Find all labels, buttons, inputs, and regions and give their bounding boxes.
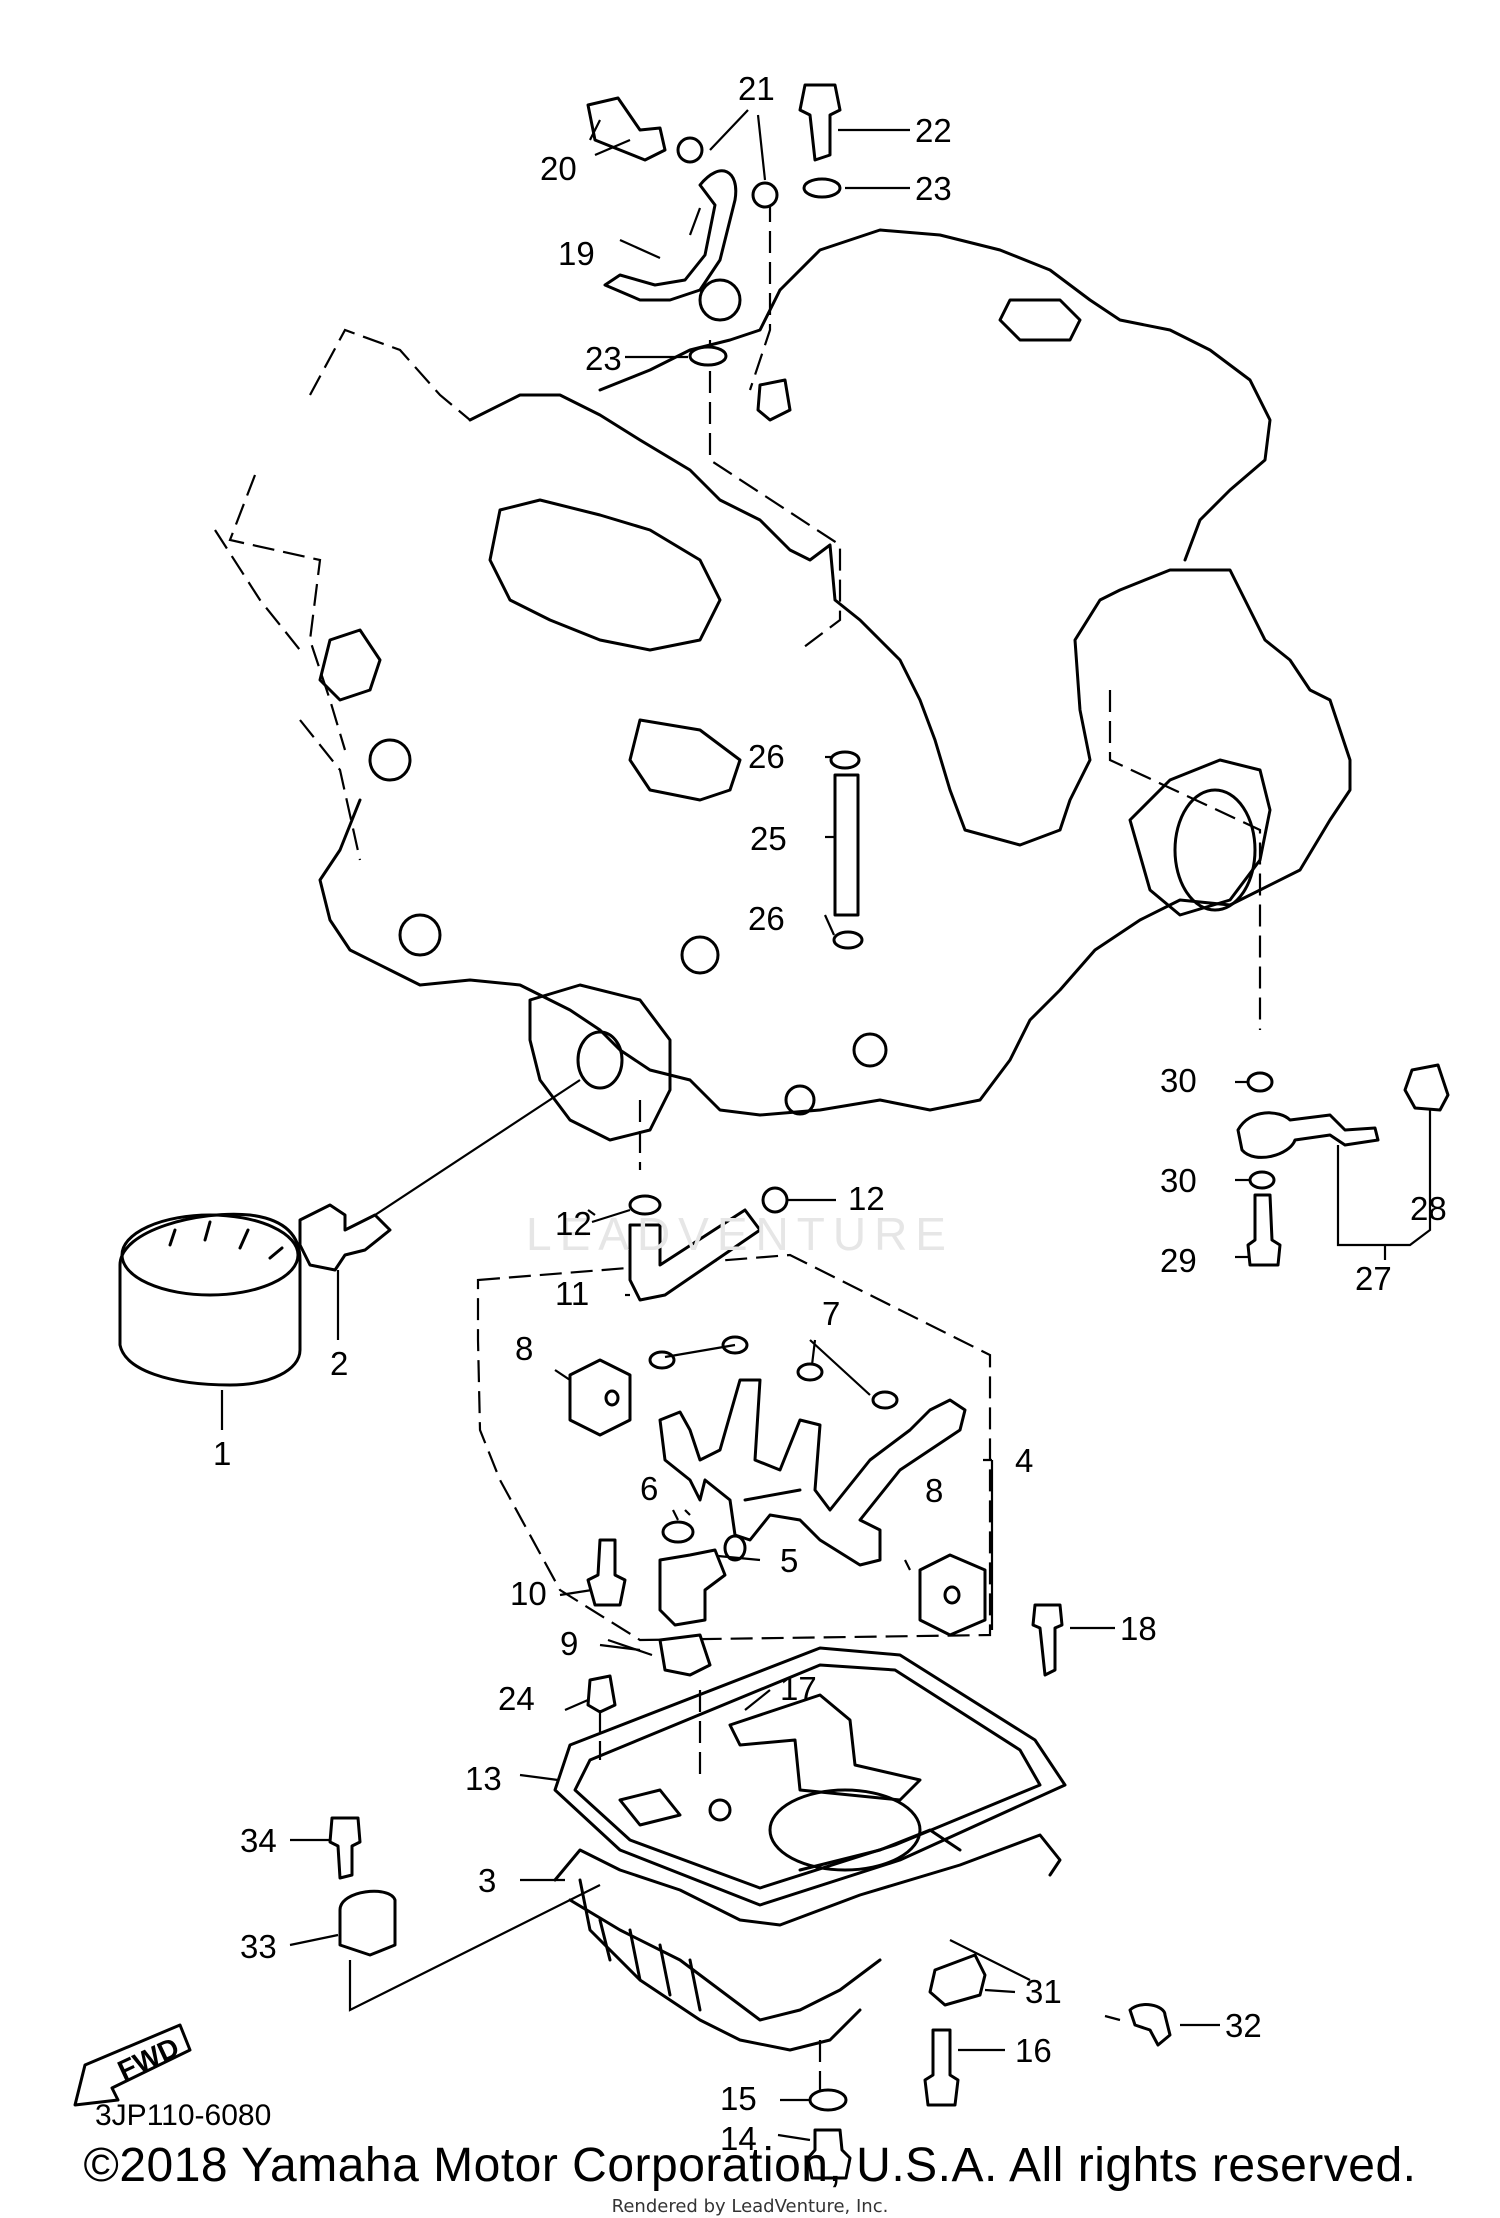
part-16-bolt	[923, 2028, 960, 2107]
part-34-bolt	[328, 1816, 362, 1880]
label-4: 4	[1015, 1442, 1033, 1479]
part-5-strainer-pipe	[658, 1548, 727, 1627]
label-19: 19	[558, 235, 595, 272]
label-23a: 23	[915, 170, 952, 207]
part-27-oil-pipe	[1236, 1111, 1380, 1159]
part-31-plate	[928, 1953, 987, 2007]
part-25-pipe	[833, 773, 860, 917]
part-28-clamp	[1403, 1063, 1450, 1112]
part-29-bolt	[1246, 1193, 1282, 1267]
part-12-o-ring	[761, 1186, 789, 1214]
label-25: 25	[750, 820, 787, 857]
diagram-code: 3JP110-6080	[95, 2099, 271, 2132]
part-26-o-ring	[832, 930, 864, 950]
label-2: 2	[330, 1345, 348, 1382]
label-14: 14	[720, 2120, 757, 2157]
part-30-gasket	[1248, 1170, 1276, 1190]
label-9: 9	[560, 1625, 578, 1662]
label-12a: 12	[555, 1205, 592, 1242]
label-21: 21	[738, 70, 775, 107]
part-6-o-ring	[661, 1520, 695, 1544]
part-24-dowel	[586, 1674, 617, 1714]
watermark: LEADVENTURE	[526, 1208, 954, 1260]
label-24: 24	[498, 1680, 535, 1717]
label-22: 22	[915, 112, 952, 149]
part-10-plug	[586, 1538, 627, 1607]
part-21-gasket	[676, 136, 704, 164]
rendered-by-credit: Rendered by LeadVenture, Inc.	[611, 2196, 889, 2217]
part-12-o-ring	[628, 1194, 662, 1216]
part-26-o-ring	[829, 750, 861, 770]
part-11-pipe	[628, 1208, 762, 1302]
part-13-gasket	[553, 1646, 1067, 1907]
label-28: 28	[1410, 1190, 1447, 1227]
part-19-oil-delivery-pipe	[603, 169, 742, 322]
part-3-oil-pan	[553, 1788, 1062, 2052]
part-5-o-ring	[723, 1534, 747, 1562]
part-number-labels: 1 2 3 4 5 6 7 8 8 9 10 11 12 12 13 14 15…	[213, 70, 1447, 2157]
label-29: 29	[1160, 1242, 1197, 1279]
part-23-washer	[688, 345, 728, 367]
label-33: 33	[240, 1928, 277, 1965]
fwd-arrow-icon: FWD	[73, 2023, 192, 2107]
label-6: 6	[640, 1470, 658, 1507]
label-17: 17	[780, 1670, 817, 1707]
part-7-o-rings	[648, 1335, 899, 1410]
part-1-oil-filter	[118, 1212, 302, 1387]
part-8-damper	[568, 1358, 632, 1437]
label-5: 5	[780, 1542, 798, 1579]
label-11: 11	[555, 1275, 589, 1312]
label-12b: 12	[848, 1180, 885, 1217]
label-20: 20	[540, 150, 577, 187]
label-1: 1	[213, 1435, 231, 1472]
label-8b: 8	[925, 1472, 943, 1509]
label-13: 13	[465, 1760, 502, 1797]
part-17-baffle	[728, 1693, 922, 1802]
part-18-bolt	[1031, 1603, 1064, 1677]
label-26b: 26	[748, 900, 785, 937]
label-32: 32	[1225, 2007, 1262, 2044]
engine-crankcase	[214, 228, 1352, 1142]
part-15-gasket	[808, 2088, 848, 2112]
part-30-gasket	[1246, 1071, 1274, 1093]
part-32-spring	[1128, 2003, 1172, 2047]
label-8a: 8	[515, 1330, 533, 1367]
part-4-oil-strainer-assy	[658, 1378, 967, 1567]
part-33-bracket	[338, 1889, 397, 1957]
part-21-gasket	[751, 181, 779, 209]
label-30b: 30	[1160, 1162, 1197, 1199]
label-10: 10	[510, 1575, 547, 1612]
part-2-union-bolt	[298, 1203, 392, 1272]
part-8-damper	[918, 1553, 987, 1637]
label-34: 34	[240, 1822, 277, 1859]
label-30a: 30	[1160, 1062, 1197, 1099]
label-31: 31	[1025, 1973, 1062, 2010]
part-9-seal	[658, 1633, 712, 1677]
copyright-notice: ©2018 Yamaha Motor Corporation, U.S.A. A…	[83, 2139, 1417, 2192]
label-26a: 26	[748, 738, 785, 775]
label-3: 3	[478, 1862, 496, 1899]
leader-lines	[220, 109, 1432, 2142]
label-16: 16	[1015, 2032, 1052, 2069]
part-20-union-bolt	[586, 96, 667, 162]
label-15: 15	[720, 2080, 757, 2117]
label-23b: 23	[585, 340, 622, 377]
part-14-drain-bolt	[806, 2128, 852, 2180]
part-23-washer	[802, 177, 842, 199]
label-27: 27	[1355, 1260, 1392, 1297]
label-18: 18	[1120, 1610, 1157, 1647]
label-7: 7	[822, 1295, 840, 1332]
part-22-bolt	[798, 83, 842, 162]
